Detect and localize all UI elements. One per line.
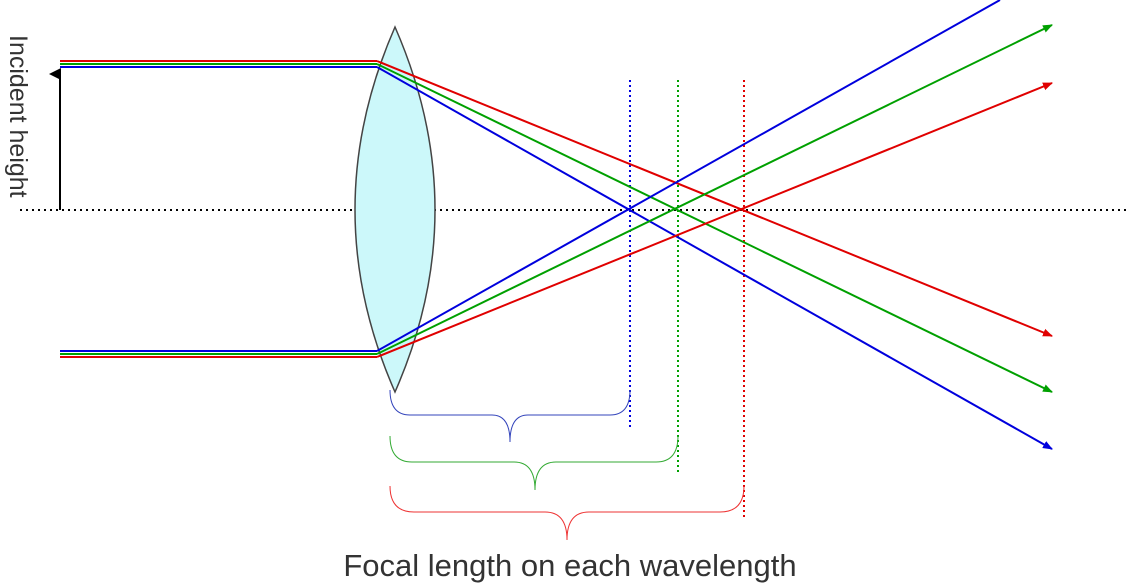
focal-length-caption: Focal length on each wavelength bbox=[343, 548, 797, 583]
convex-lens bbox=[354, 25, 436, 394]
ray-top-blue-out bbox=[376, 66, 1053, 450]
ray-top-green-out bbox=[376, 63, 1053, 393]
brace-blue bbox=[389, 389, 631, 443]
incident-height-label: Incident height bbox=[4, 35, 32, 198]
ray-bottom-blue-out bbox=[376, 0, 1001, 352]
ray-top-red-out bbox=[376, 60, 1053, 337]
brace-red bbox=[389, 485, 745, 541]
ray-bottom-green-out bbox=[376, 24, 1053, 355]
brace-green bbox=[389, 435, 679, 491]
ray-bottom-red-out bbox=[376, 82, 1053, 358]
